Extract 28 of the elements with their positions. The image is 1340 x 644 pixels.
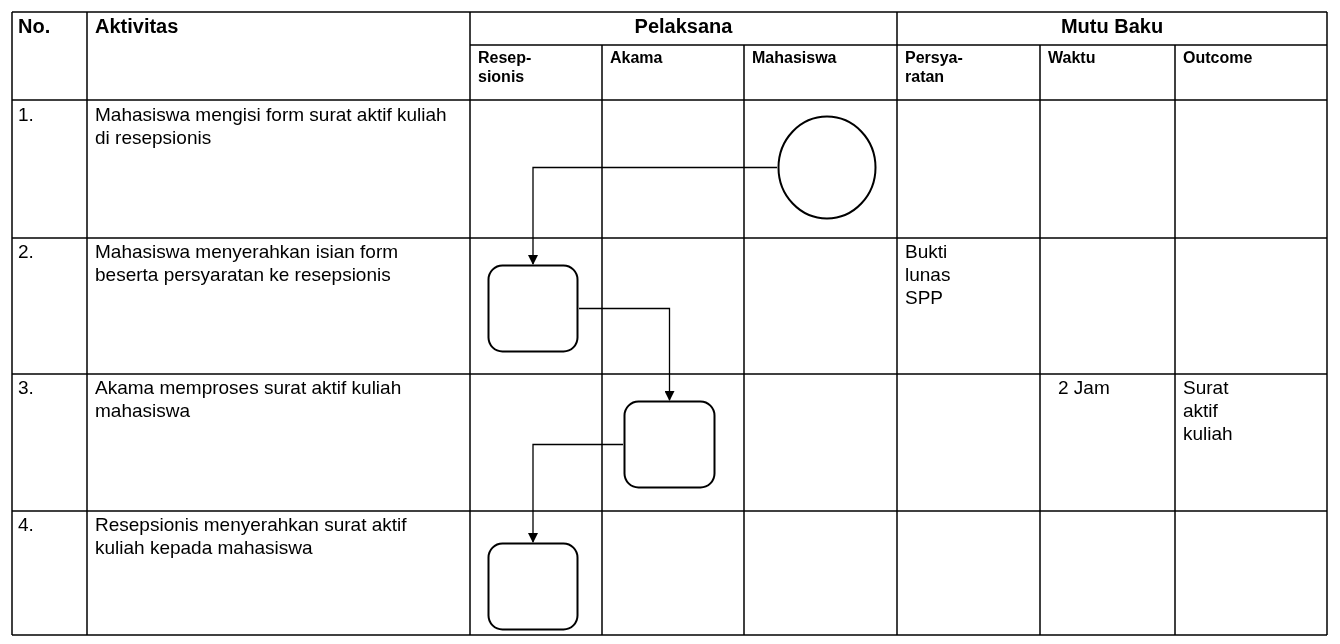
time-text: 2 Jam <box>1058 377 1110 400</box>
row-number: 2. <box>18 241 34 264</box>
activity-text: Resepsionis menyerahkan surat aktif kuliah kepada mahasiswa <box>95 514 408 560</box>
process-box <box>487 264 579 353</box>
column-header: Persya- ratan <box>905 48 964 87</box>
start-circle <box>777 115 877 220</box>
column-header: Resep- sionis <box>478 48 533 87</box>
column-header: Waktu <box>1048 48 1096 68</box>
row-number: 1. <box>18 104 34 127</box>
row-number: 3. <box>18 377 34 400</box>
column-header: Akama <box>610 48 663 68</box>
arrow <box>578 307 675 401</box>
column-header: Outcome <box>1183 48 1253 68</box>
group-header: Pelaksana <box>633 14 734 38</box>
column-header: Aktivitas <box>95 14 179 38</box>
group-header: Mutu Baku <box>1059 14 1165 38</box>
arrow <box>528 443 624 543</box>
column-header: No. <box>18 14 51 38</box>
activity-text: Mahasiswa mengisi form surat aktif kuliah di resepsionis <box>95 104 448 150</box>
arrow <box>528 166 778 265</box>
activity-text: Mahasiswa menyerahkan isian form beserta persyaratan ke resepsionis <box>95 241 400 287</box>
column-header: Mahasiswa <box>752 48 837 68</box>
requirement-text: Bukti lunas SPP <box>905 241 952 310</box>
process-box <box>487 542 579 631</box>
row-number: 4. <box>18 514 34 537</box>
outcome-text: Surat aktif kuliah <box>1183 377 1234 446</box>
activity-text: Akama memproses surat aktif kuliah mahasiswa <box>95 377 403 423</box>
process-box <box>623 400 716 489</box>
